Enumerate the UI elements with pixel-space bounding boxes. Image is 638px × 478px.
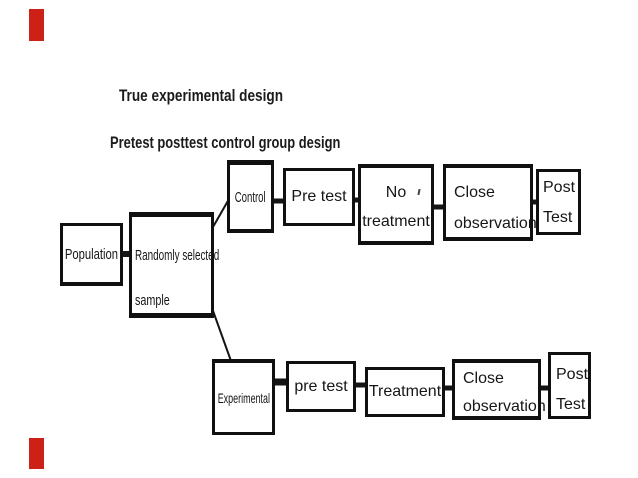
- node-close-obs-top-line2: observation: [454, 215, 537, 232]
- node-no-treatment: No treatment: [358, 164, 434, 245]
- node-experimental-label: Experimental: [217, 389, 270, 406]
- node-pre-test-bottom: pre test: [286, 361, 356, 412]
- node-post-test-top-line1: Post: [543, 179, 576, 196]
- node-post-test-top: Post Test: [536, 169, 581, 235]
- node-no-treatment-line2: treatment: [362, 213, 430, 230]
- node-control: Control: [227, 160, 274, 233]
- node-close-obs-bottom-line2: observation: [463, 398, 546, 415]
- node-population-label: Population: [64, 245, 119, 263]
- node-post-test-bottom-line2: Test: [556, 396, 586, 413]
- node-close-observation-bottom: Close observation: [452, 359, 546, 420]
- diagram-title: True experimental design: [119, 86, 284, 105]
- node-sample-line2: sample: [135, 292, 170, 309]
- node-pre-test-top-label: Pre test: [291, 188, 347, 205]
- node-pre-test-top: Pre test: [283, 168, 355, 226]
- node-post-test-top-line2: Test: [543, 209, 573, 226]
- node-experimental: Experimental: [212, 359, 275, 435]
- node-pre-test-bottom-label: pre test: [294, 377, 348, 395]
- stray-mark: [417, 188, 421, 196]
- node-post-test-bottom: Post Test: [548, 352, 591, 419]
- node-randomly-selected-sample: Randomly selected sample: [129, 212, 219, 318]
- node-post-test-bottom-line1: Post: [556, 366, 589, 383]
- diagram-subtitle: Pretest posttest control group design: [110, 133, 341, 152]
- red-edge-mark-bottom: [29, 438, 44, 469]
- node-close-observation-top: Close observation: [443, 164, 537, 241]
- red-edge-mark-top: [29, 9, 44, 41]
- node-no-treatment-line1: No: [385, 184, 407, 201]
- node-treatment-label: Treatment: [368, 383, 442, 400]
- node-treatment: Treatment: [365, 367, 445, 417]
- node-control-label: Control: [235, 188, 266, 206]
- node-close-obs-top-line1: Close: [454, 184, 495, 201]
- node-close-obs-bottom-line1: Close: [463, 370, 504, 387]
- node-population: Population: [60, 223, 123, 286]
- node-sample-line1: Randomly selected: [135, 247, 220, 264]
